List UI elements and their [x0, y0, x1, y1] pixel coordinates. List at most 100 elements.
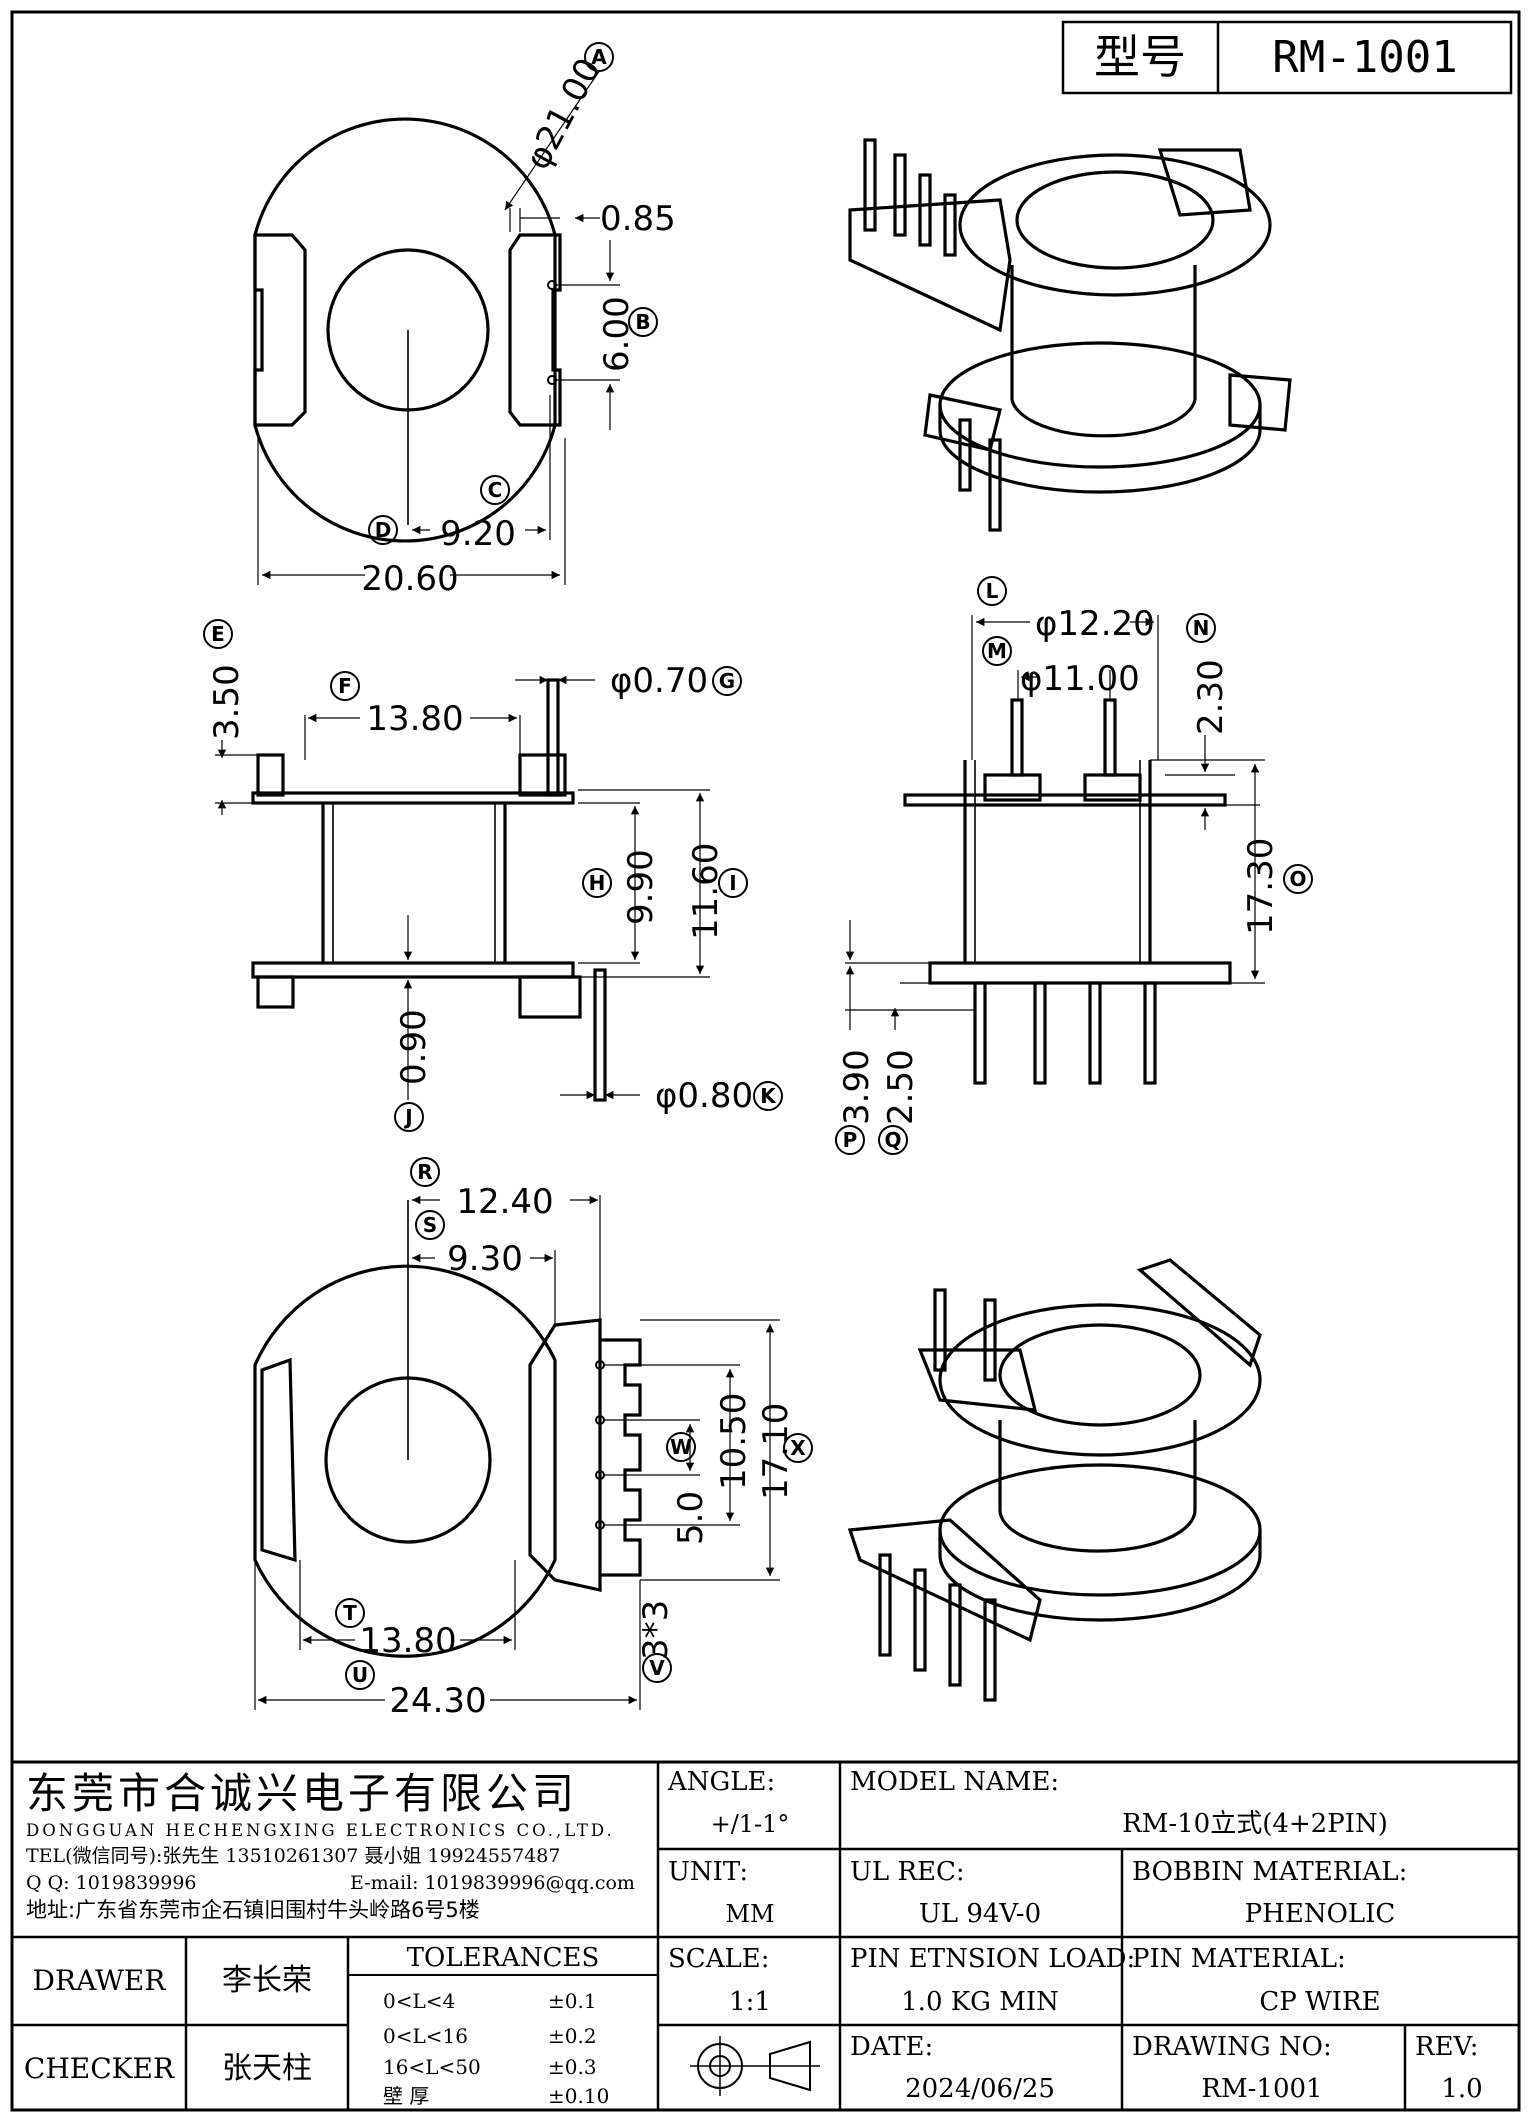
callouts: A B C D E F G H I J K L M N O P Q R S T …: [203, 42, 1313, 1690]
iso-view-bottom: [847, 1258, 1262, 1702]
date-value: 2024/06/25: [905, 2074, 1055, 2104]
dim-P: 3.90: [837, 1049, 877, 1125]
company-cn: 东莞市合诚兴电子有限公司: [26, 1769, 578, 1818]
header-model-value: RM-1001: [1272, 32, 1457, 83]
tol-value-0: ±0.1: [548, 1989, 597, 2013]
checker-value: 张天柱: [222, 2051, 312, 2086]
dim-width-2060: 20.60: [361, 559, 458, 599]
drawer-value: 李长荣: [222, 1963, 312, 1998]
tol-range-3: 壁 厚: [383, 2084, 429, 2108]
tol-range-2: 16<L<50: [383, 2055, 481, 2079]
svg-text:Q: Q: [884, 1128, 901, 1152]
callout-R: R: [410, 1157, 440, 1187]
dim-L: φ12.20: [1035, 604, 1155, 644]
svg-text:I: I: [729, 871, 736, 895]
dim-F: 13.80: [366, 699, 463, 739]
svg-text:V: V: [649, 1656, 665, 1680]
ul-rec-value: UL 94V-0: [919, 1899, 1041, 1929]
company-address: 地址:广东省东莞市企石镇旧围村牛头岭路6号5楼: [26, 1898, 480, 1922]
svg-text:F: F: [338, 674, 352, 698]
callout-X: X: [783, 1433, 813, 1463]
tol-range-0: 0<L<4: [383, 1989, 455, 2013]
scale-label: SCALE:: [668, 1944, 770, 1974]
date-label: DATE:: [850, 2032, 933, 2062]
projection-symbol-icon: [690, 2036, 820, 2096]
svg-text:W: W: [670, 1435, 692, 1459]
dim-I: 11.60: [686, 843, 726, 940]
ul-rec-label: UL REC:: [850, 1857, 965, 1887]
dim-E: 3.50: [207, 664, 247, 740]
side-view: 13.80 3.50 φ0.70 φ0.80 9.90 11.60 0.90: [207, 661, 753, 1116]
svg-text:J: J: [403, 1105, 412, 1129]
header-model-box: 型号 RM-1001: [1061, 20, 1513, 95]
drawer-label: DRAWER: [33, 1964, 167, 1997]
angle-value: +/1-1°: [711, 1810, 790, 1838]
tol-value-1: ±0.2: [548, 2024, 597, 2048]
dim-G: φ0.70: [610, 661, 708, 701]
company-en: DONGGUAN HECHENGXING ELECTRONICS CO.,LTD…: [26, 1821, 615, 1840]
model-name-label: MODEL NAME:: [850, 1767, 1059, 1797]
header-model-label: 型号: [1094, 30, 1186, 84]
callout-N: N: [1186, 613, 1216, 643]
callout-Q: Q: [878, 1125, 908, 1155]
callout-M: M: [982, 636, 1012, 666]
svg-text:C: C: [488, 478, 503, 502]
callout-F: F: [330, 671, 360, 701]
callout-J: J: [394, 1102, 424, 1132]
dim-C: 9.20: [440, 514, 516, 554]
unit-label: UNIT:: [668, 1857, 748, 1887]
callout-K: K: [753, 1081, 783, 1111]
callout-T: T: [335, 1598, 365, 1628]
dim-O: 17.30: [1241, 838, 1281, 935]
svg-text:T: T: [343, 1601, 357, 1625]
dim-N: 2.30: [1191, 659, 1231, 735]
dim-W: 5.0: [671, 1491, 711, 1545]
pin-tension-label: PIN ETNSION LOAD:: [850, 1944, 1135, 1974]
callout-O: O: [1283, 864, 1313, 894]
angle-label: ANGLE:: [667, 1767, 775, 1797]
model-name-value: RM-10立式(4+2PIN): [1122, 1809, 1388, 1839]
dim-Q: 2.50: [881, 1049, 921, 1125]
svg-text:G: G: [719, 669, 735, 693]
pin-tension-value: 1.0 KG MIN: [901, 1987, 1059, 2017]
rev-value: 1.0: [1441, 2074, 1482, 2104]
scale-value: 1:1: [729, 1987, 771, 2017]
svg-text:L: L: [986, 579, 999, 603]
dim-S: 9.30: [447, 1239, 523, 1279]
unit-value: MM: [725, 1900, 774, 1928]
dim-X: 17.10: [756, 1403, 796, 1500]
drawing-no-label: DRAWING NO:: [1132, 2032, 1332, 2062]
top-view: 20.60 9.20 φ21.00 0.85 6.00: [253, 52, 676, 599]
callout-H: H: [582, 868, 612, 898]
dim-1050: 10.50: [714, 1393, 754, 1490]
svg-text:H: H: [589, 871, 606, 895]
svg-text:A: A: [591, 45, 607, 69]
dim-B: 6.00: [597, 296, 637, 372]
pin-material-value: CP WIRE: [1259, 1987, 1380, 2017]
dim-T: 13.80: [359, 1621, 456, 1661]
svg-text:K: K: [760, 1084, 777, 1108]
dim-J: 0.90: [394, 1009, 434, 1085]
iso-view-top: [848, 138, 1292, 532]
svg-text:P: P: [843, 1128, 858, 1152]
svg-text:U: U: [352, 1663, 368, 1687]
callout-A: A: [584, 42, 614, 72]
tolerances-label: TOLERANCES: [407, 1943, 600, 1973]
sheet-border: [10, 10, 1521, 2112]
front-view: φ12.20 φ11.00 2.30 17.30 3.90 2.50: [837, 604, 1281, 1125]
title-block: 东莞市合诚兴电子有限公司 DONGGUAN HECHENGXING ELECTR…: [12, 1760, 1519, 2110]
callout-C: C: [480, 475, 510, 505]
svg-text:X: X: [790, 1436, 806, 1460]
svg-text:B: B: [635, 310, 650, 334]
callout-S: S: [415, 1210, 445, 1240]
svg-text:R: R: [417, 1160, 432, 1184]
dim-R: 12.40: [456, 1182, 553, 1222]
bobbin-material-value: PHENOLIC: [1245, 1899, 1396, 1929]
callout-I: I: [718, 868, 748, 898]
callout-W: W: [666, 1432, 696, 1462]
callout-B: B: [628, 307, 658, 337]
callout-U: U: [345, 1660, 375, 1690]
callout-G: G: [712, 666, 742, 696]
callout-E: E: [203, 619, 233, 649]
